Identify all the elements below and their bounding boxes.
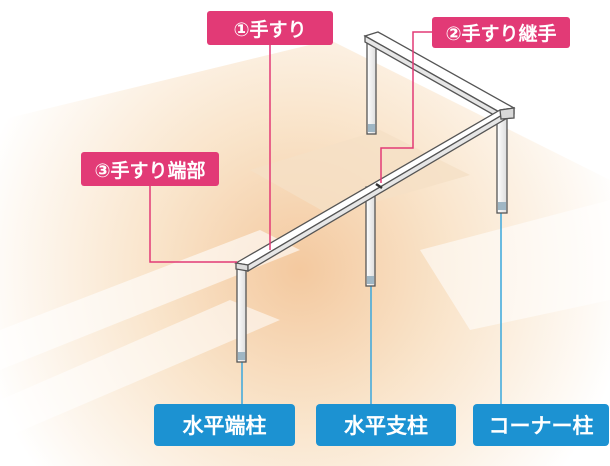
floor-patch — [250, 130, 470, 215]
floor-band — [0, 230, 300, 370]
floor-band — [0, 300, 280, 440]
label-corner-post: コーナー柱 — [473, 404, 609, 446]
floor-band — [420, 200, 610, 330]
post-feet — [238, 124, 506, 360]
callout-handrail-joint: ②手すり継手 — [432, 17, 570, 48]
leader-end — [149, 186, 237, 263]
support-post — [365, 186, 376, 287]
label-horizontal-end-post: 水平端柱 — [154, 404, 295, 446]
callout-leader-lines — [149, 31, 432, 263]
handrail-rails — [234, 31, 516, 273]
label-horizontal-support-post: 水平支柱 — [316, 404, 456, 446]
callout-handrail-end: ③手すり端部 — [81, 152, 219, 186]
leader-joint — [380, 31, 432, 183]
callout-handrail: ①手すり — [207, 11, 333, 45]
rail-joint-mark — [375, 182, 383, 190]
rail-end-cap — [235, 262, 249, 272]
corner-cap — [499, 107, 515, 120]
corner-post — [496, 114, 508, 214]
post-leader-lines — [241, 213, 502, 406]
end-post — [236, 264, 247, 363]
back-post — [366, 35, 377, 135]
